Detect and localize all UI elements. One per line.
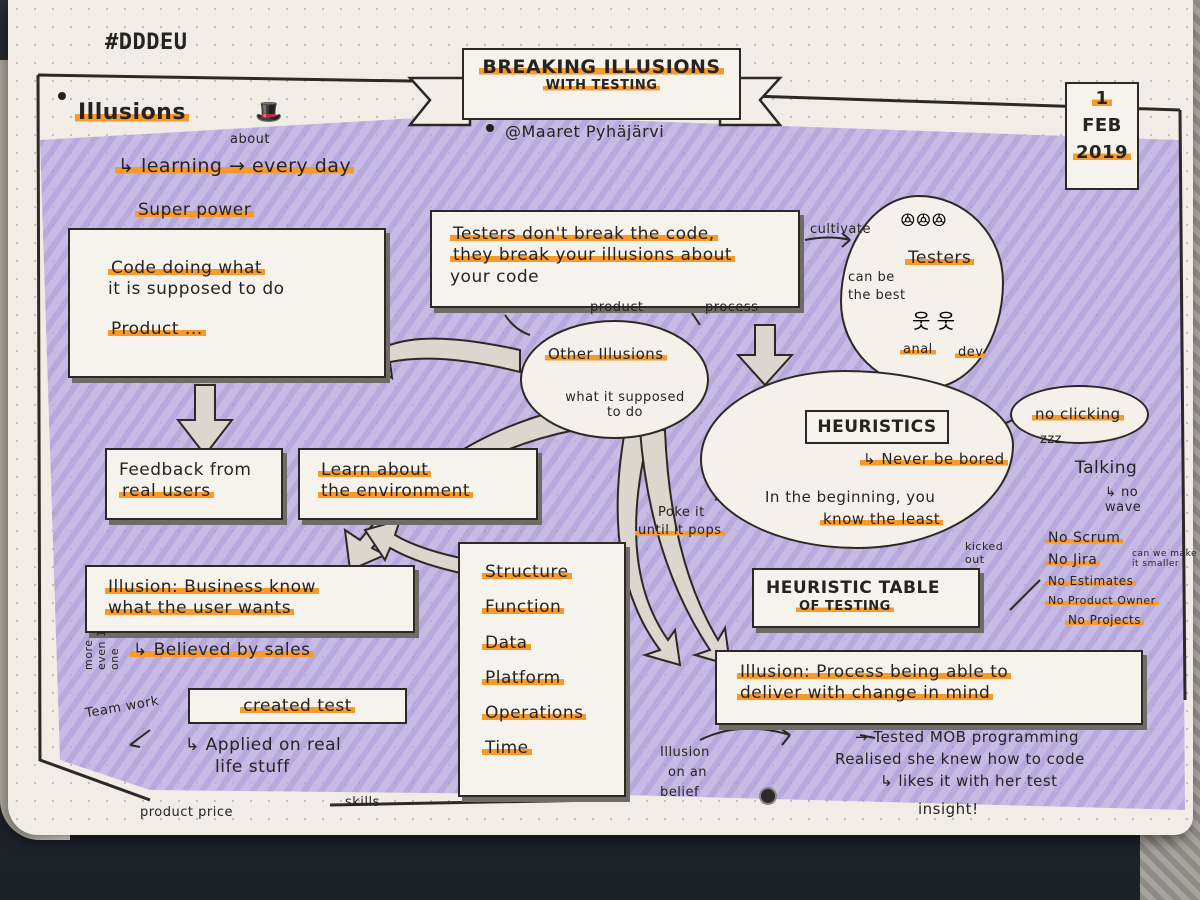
label-process: process xyxy=(705,300,759,315)
no-list-item: No Jira xyxy=(1045,552,1101,568)
banner-title: BREAKING ILLUSIONS xyxy=(479,56,724,78)
mob-line2: Realised she knew how to code xyxy=(835,750,1085,768)
heuristic-table-line2: OF TESTING xyxy=(796,599,894,615)
author: @Maaret Pyhäjärvi xyxy=(505,122,665,141)
heuristics-box: HEURISTICS xyxy=(805,410,949,444)
mob-line3: ↳ likes it with her test xyxy=(880,772,1058,790)
label-product: product xyxy=(590,300,644,315)
heuristics-never: ↳ Never be bored xyxy=(860,450,1008,469)
business-box: Illusion: Business know what the user wa… xyxy=(85,565,415,633)
person-icons: 웃 웃 xyxy=(912,309,956,333)
magic-hat-icon: 🎩 xyxy=(255,100,283,125)
testers-group-icon: ꔮꔮꔮ xyxy=(900,208,947,232)
testers-box: Testers don't break the code, they break… xyxy=(430,210,800,308)
label-cultivate: cultivate xyxy=(810,222,871,237)
business-line1: Illusion: Business know xyxy=(105,577,319,597)
testers-can-be: can be xyxy=(848,270,895,285)
believed-by-sales: ↳ Believed by sales xyxy=(130,640,314,661)
heuristics-know: know the least xyxy=(820,510,944,528)
sfdpot-item: Time xyxy=(482,738,532,759)
can-we: can we make it smaller xyxy=(1132,549,1197,569)
belief-line1: Illusion xyxy=(660,745,710,760)
title-banner: BREAKING ILLUSIONS WITH TESTING xyxy=(462,48,741,120)
testers-the-best: the best xyxy=(848,288,906,303)
talking: Talking xyxy=(1075,458,1138,478)
date-month: FEB xyxy=(1082,115,1122,136)
zzz: zzz xyxy=(1040,432,1062,447)
feedback-line2: real users xyxy=(119,481,214,502)
poke-line2: until it pops xyxy=(635,523,725,538)
heuristics-beginning: In the beginning, you xyxy=(765,488,936,506)
date-calendar: 1 FEB 2019 xyxy=(1065,82,1139,190)
heuristics-title: HEURISTICS xyxy=(817,417,937,437)
heuristic-table-box: HEURISTIC TABLE OF TESTING xyxy=(752,568,980,628)
poke-line1: Poke it xyxy=(658,505,705,520)
no-list: No Scrum No Jira No Estimates No Product… xyxy=(1045,530,1159,627)
testers-line1: Testers don't break the code, xyxy=(450,224,718,244)
no-list-item: No Product Owner xyxy=(1045,594,1159,607)
sfdpot-item: Operations xyxy=(482,703,587,723)
heuristic-table-line1: HEURISTIC TABLE xyxy=(766,578,940,598)
business-line2: what the user wants xyxy=(105,598,295,619)
testers-anal: anal xyxy=(900,342,936,357)
illusions-superpower: Super power xyxy=(135,200,255,221)
learn-line1: Learn about xyxy=(318,460,432,480)
code-line2: it is supposed to do xyxy=(108,279,285,300)
other-illusions-cloud xyxy=(520,320,709,439)
belief-line2: on an xyxy=(668,765,708,780)
no-wave: ↳ no wave xyxy=(1105,485,1142,515)
process-box: Illusion: Process being able to deliver … xyxy=(715,650,1143,725)
illusions-about: about xyxy=(230,132,271,147)
other-illusions-body: what it supposed to do xyxy=(565,390,685,420)
process-line2: deliver with change in mind xyxy=(737,683,994,704)
banner-subtitle: WITH TESTING xyxy=(542,78,661,93)
sfdpot-item: Structure xyxy=(482,562,572,582)
teamwork-annotation: more even 1 one xyxy=(82,629,121,670)
no-list-item: No Scrum xyxy=(1045,530,1124,546)
learn-box: Learn about the environment xyxy=(298,448,538,520)
kicked-out: kicked out xyxy=(965,540,1004,566)
sfdpot-item: Data xyxy=(482,632,531,653)
sfdpot-item: Platform xyxy=(482,667,564,688)
mob-line1: → Tested MOB programming xyxy=(855,728,1080,746)
sfdpot-item: Function xyxy=(482,597,565,618)
applied-line1: ↳ Applied on real xyxy=(185,735,342,755)
date-year: 2019 xyxy=(1072,142,1132,163)
sfdpot-list: Structure Function Data Platform Operati… xyxy=(458,542,626,797)
illusions-learning: ↳ learning → every day xyxy=(115,155,355,179)
product-price: product price xyxy=(140,805,233,820)
learn-line2: the environment xyxy=(318,481,474,502)
mob-line4: insight! xyxy=(918,800,979,818)
applied-line2: life stuff xyxy=(215,757,290,777)
process-line1: Illusion: Process being able to xyxy=(737,662,1012,682)
other-illusions-title: Other Illusions xyxy=(545,345,667,363)
testers-line3: your code xyxy=(450,266,540,287)
feedback-line1: Feedback from xyxy=(119,460,252,480)
feedback-box: Feedback from real users xyxy=(105,448,283,520)
created-test-box: created test xyxy=(188,688,407,724)
illusions-title: Illusions xyxy=(75,100,189,125)
code-box: Code doing what it is supposed to do Pro… xyxy=(68,228,386,378)
testers-line2: they break your illusions about xyxy=(450,245,736,266)
testers-dev: dev xyxy=(955,345,987,360)
skills: skills xyxy=(345,795,380,810)
code-line1: Code doing what xyxy=(108,258,266,278)
code-line3: Product ... xyxy=(108,318,206,339)
no-list-item: No Projects xyxy=(1065,613,1144,627)
date-day: 1 xyxy=(1092,88,1112,109)
testers-cloud-title: Testers xyxy=(905,248,975,268)
belief-line3: belief xyxy=(660,785,700,800)
no-clicking: no clicking xyxy=(1032,405,1124,423)
hashtag: #DDDEU xyxy=(105,30,188,55)
created-test: created test xyxy=(240,696,355,716)
no-list-item: No Estimates xyxy=(1045,574,1137,588)
